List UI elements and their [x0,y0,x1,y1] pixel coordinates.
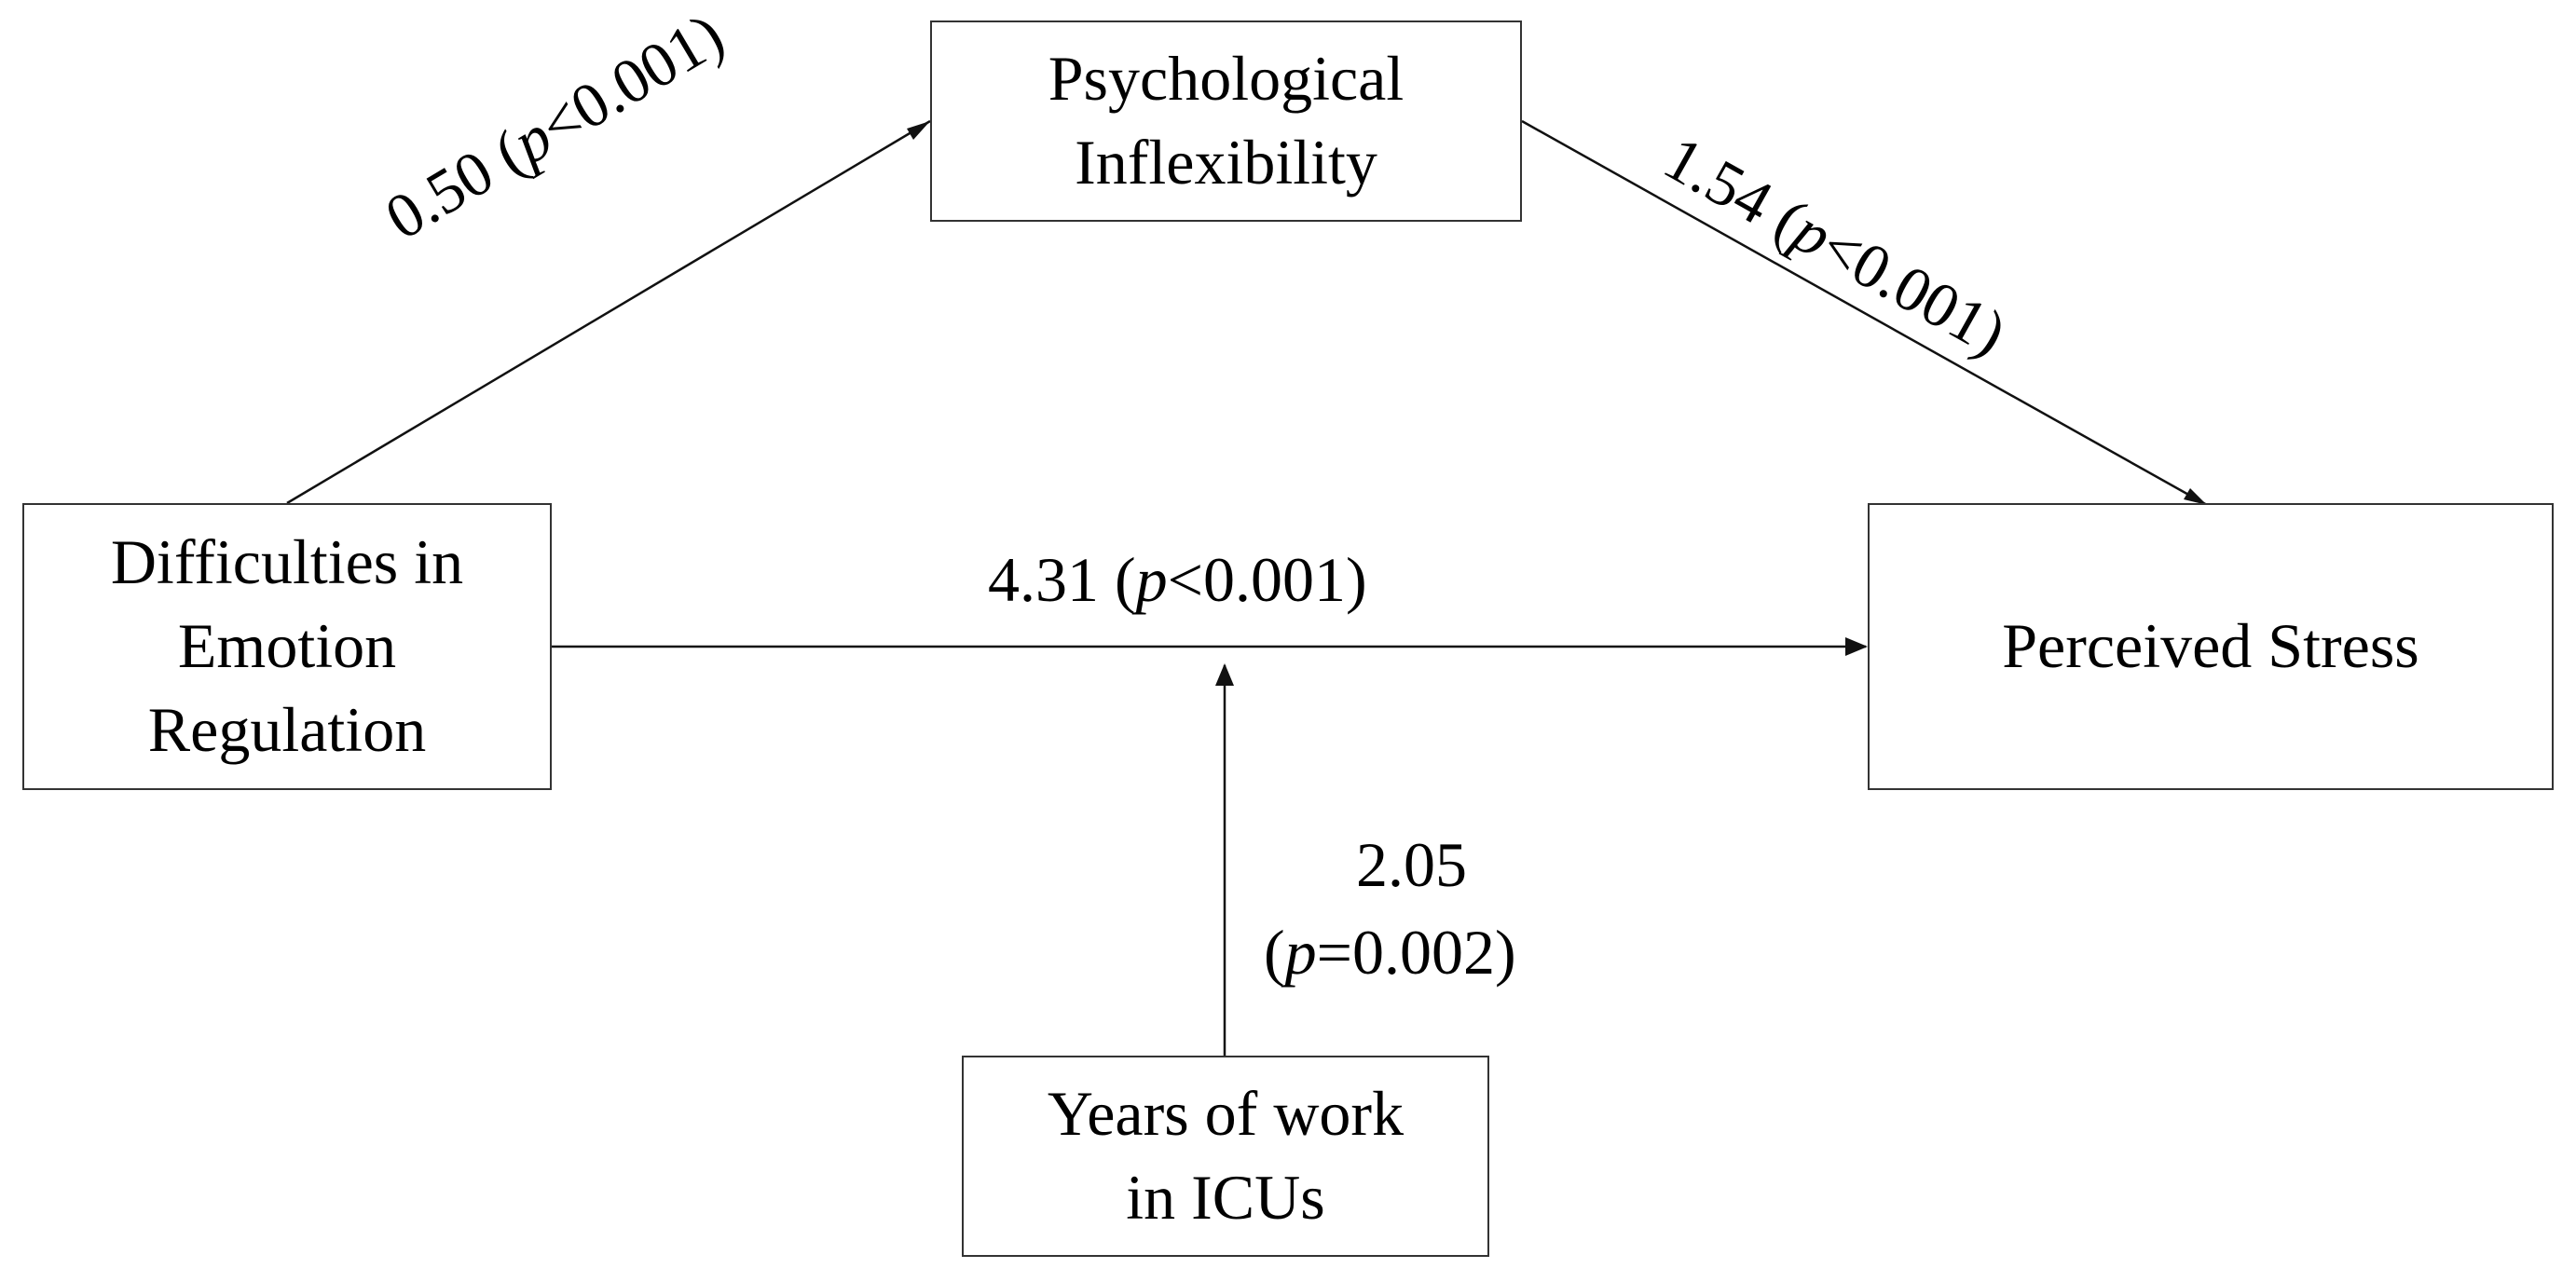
node-years-of-work: Years of work in ICUs [962,1056,1489,1257]
arrowhead-stress [1845,637,1868,656]
moderator-coef-label: 2.05 [1356,833,1467,896]
path-c-coef: 4.31 [988,544,1099,615]
path-c-pvalue: <0.001) [1167,544,1367,615]
arrow-pi-to-stress [1521,119,2208,507]
arrowhead-moderation [1215,663,1234,686]
arrow-der-to-pi [286,119,931,505]
node-psychological-inflexibility: Psychological Inflexibility [930,20,1522,222]
moderator-coef: 2.05 [1356,829,1467,900]
node-line: Emotion [177,610,397,682]
node-line: Inflexibility [1075,127,1377,198]
node-line: Years of work [1047,1078,1404,1150]
node-line: in ICUs [1126,1162,1325,1233]
arrowhead-pi [907,121,930,140]
path-c-label: 4.31 (p<0.001) [988,544,1367,615]
moderator-p-label: (p=0.002) [1264,917,1516,988]
moderator-p: p [1284,917,1317,988]
node-difficulties-emotion-regulation: Difficulties in Emotion Regulation [22,503,552,790]
node-perceived-stress: Perceived Stress [1868,503,2554,790]
node-line: Difficulties in [110,526,464,598]
node-line: Regulation [147,693,427,765]
moderator-pvalue: =0.002) [1316,917,1516,988]
arrowhead-stress-top [2184,488,2207,505]
path-c-p: p [1135,544,1168,615]
node-line: Psychological [1048,43,1404,115]
node-line: Perceived Stress [2002,610,2419,682]
